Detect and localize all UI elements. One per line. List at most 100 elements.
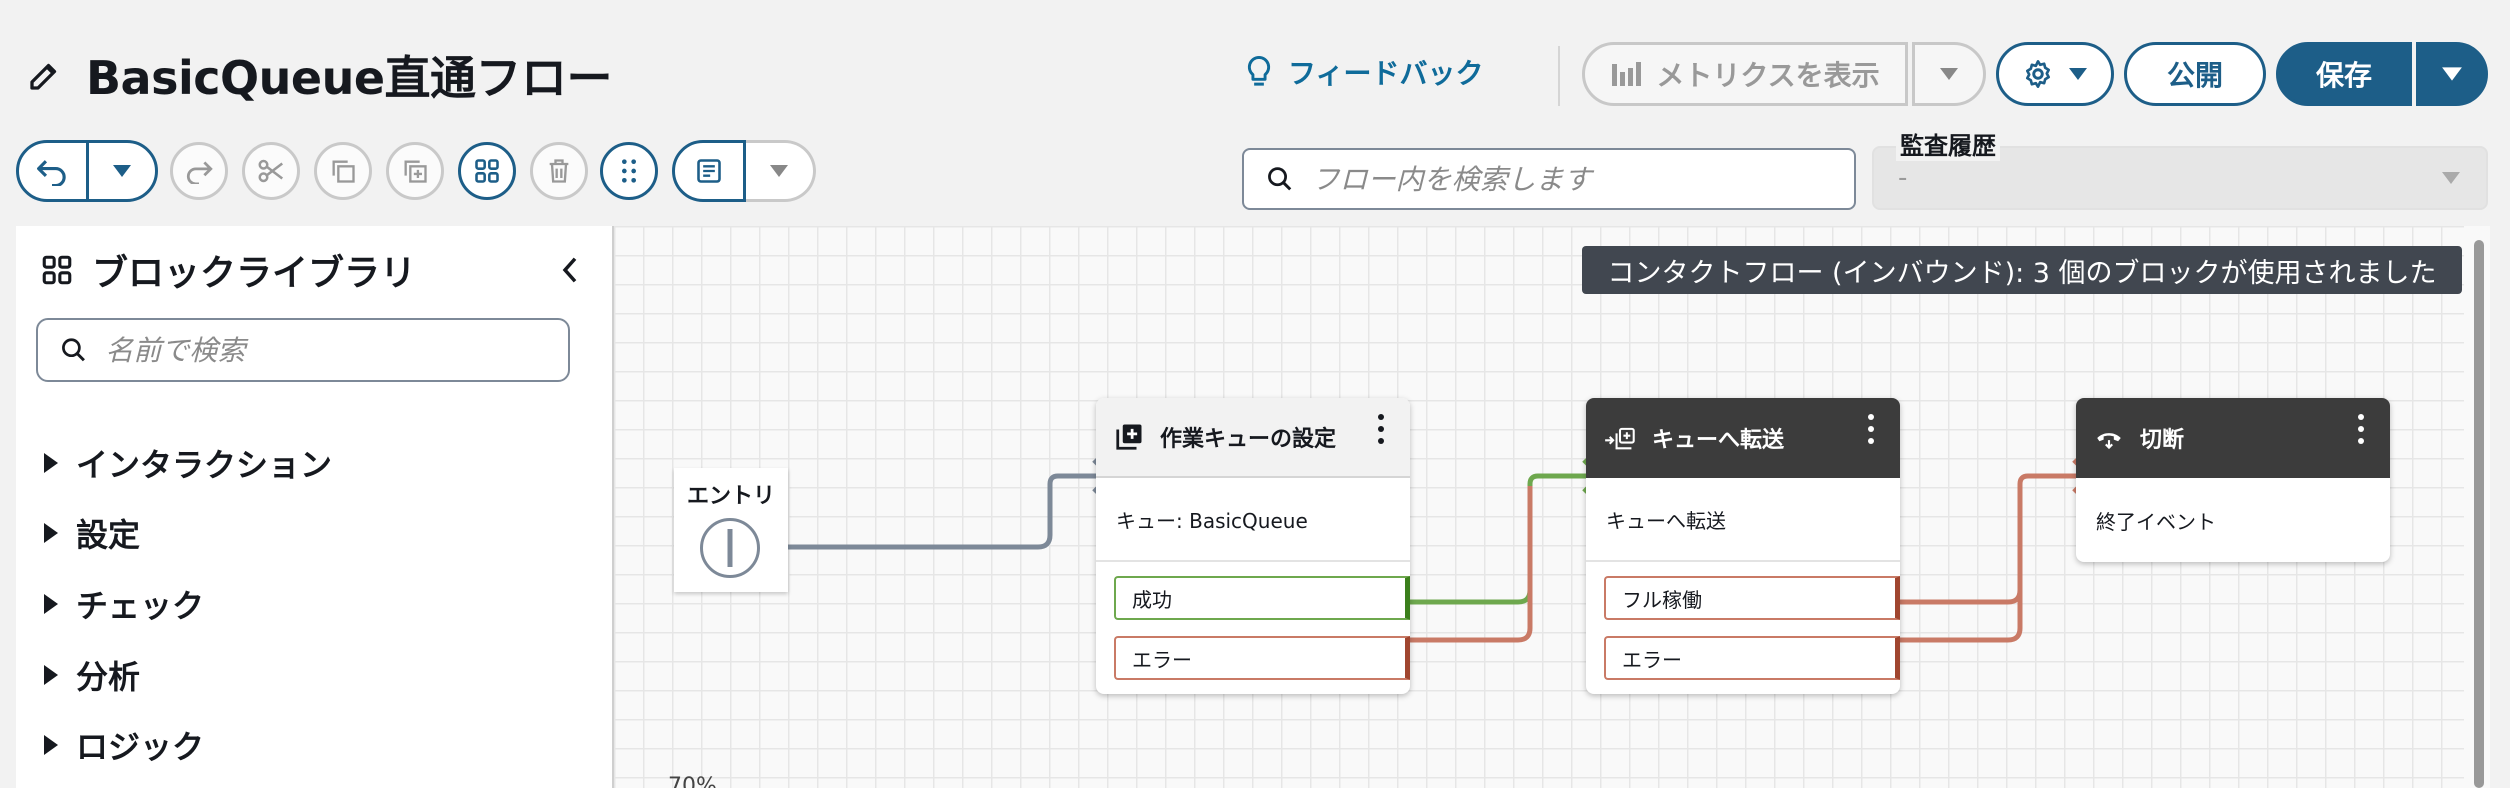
metrics-label: メトリクスを表示 (1656, 59, 1880, 92)
branch-success[interactable]: 成功 (1114, 576, 1410, 620)
category-logic[interactable]: ロジック (44, 722, 204, 768)
caret-down-icon (2069, 68, 2087, 80)
paste-icon (404, 160, 427, 183)
caret-down-icon (770, 165, 789, 177)
block-title: キューへ転送 (1652, 428, 1785, 453)
grid-icon (475, 159, 499, 183)
undo-dropdown-button[interactable] (89, 143, 156, 199)
copy-icon (332, 160, 355, 183)
block-search-input[interactable] (105, 333, 568, 367)
lightbulb-icon (1247, 55, 1271, 86)
undo-icon (37, 160, 66, 186)
chevron-left-icon (562, 257, 577, 283)
metrics-dropdown-button[interactable] (1912, 42, 1986, 106)
caret-right-icon (44, 735, 58, 755)
caret-down-icon (2442, 67, 2462, 81)
search-icon (62, 338, 85, 362)
block-menu-icon[interactable] (2358, 414, 2366, 444)
settings-button[interactable] (1996, 42, 2114, 106)
save-dropdown-button[interactable] (2416, 42, 2488, 106)
branch-error[interactable]: エラー (1114, 636, 1410, 680)
error-connector (1410, 486, 1533, 643)
bar-chart-icon (1612, 62, 1642, 86)
flow-search-input[interactable] (1311, 162, 1854, 196)
search-icon (1268, 167, 1292, 191)
category-label: 設定 (76, 516, 141, 554)
block-description: キューへ転送 (1586, 478, 1900, 562)
branch-at-capacity[interactable]: フル稼働 (1604, 576, 1900, 620)
entry-node[interactable]: エントリ (674, 468, 788, 592)
more-options-button[interactable] (600, 142, 658, 200)
audit-history-label: 監査履歴 (1896, 126, 2000, 161)
entry-label: エントリ (686, 484, 775, 509)
block-header[interactable]: 作業キューの設定 (1096, 398, 1410, 478)
block-count-badge: コンタクトフロー (インバウンド): 3 個のブロックが使用されました (1582, 246, 2462, 294)
block-library-title: ブロックライブラリ (92, 253, 417, 294)
notes-button-group (672, 140, 816, 202)
dots-grid-icon (622, 159, 636, 183)
start-icon (727, 529, 733, 567)
category-settings[interactable]: 設定 (44, 510, 140, 556)
scissors-icon (258, 159, 284, 183)
feedback-link[interactable]: フィードバック (1244, 52, 1483, 92)
paste-button[interactable] (386, 142, 444, 200)
redo-button[interactable] (170, 142, 228, 200)
zoom-level: 70% (668, 774, 717, 788)
category-label: ロジック (76, 728, 205, 766)
branch-error[interactable]: エラー (1604, 636, 1900, 680)
redo-icon (186, 161, 213, 184)
caret-down-icon (2442, 172, 2460, 184)
undo-button-group (16, 140, 158, 202)
grid-icon (42, 255, 72, 285)
category-interaction[interactable]: インタラクション (44, 440, 332, 486)
collapse-panel-button[interactable] (548, 248, 592, 292)
block-title: 作業キューの設定 (1160, 427, 1337, 452)
save-button[interactable]: 保存 (2276, 42, 2412, 106)
category-analytics[interactable]: 分析 (44, 652, 140, 698)
block-header[interactable]: キューへ転送 (1586, 398, 1900, 478)
block-library-header: ブロックライブラリ (40, 244, 416, 296)
set-working-queue-block[interactable]: 作業キューの設定 キュー: BasicQueue 成功 エラー (1096, 398, 1410, 694)
entry-port[interactable] (700, 518, 760, 578)
transfer-to-queue-block[interactable]: キューへ転送 キューへ転送 フル稼働 エラー (1586, 398, 1900, 694)
caret-right-icon (44, 523, 58, 543)
success-connector (1410, 473, 1598, 605)
edit-title-icon[interactable] (26, 58, 62, 94)
canvas-scrollbar[interactable] (2474, 240, 2484, 788)
disconnect-block[interactable]: 切断 終了イベント (2076, 398, 2390, 562)
panel-divider (612, 226, 614, 788)
queue-add-icon (1116, 424, 1142, 450)
gear-icon (2026, 60, 2050, 88)
notes-button[interactable] (672, 140, 746, 202)
flow-search-field[interactable] (1242, 148, 1856, 210)
error-connector (1900, 486, 2023, 643)
copy-button[interactable] (314, 142, 372, 200)
note-icon (696, 159, 721, 183)
delete-button[interactable] (530, 142, 588, 200)
category-label: 分析 (76, 658, 141, 696)
arrange-button[interactable] (458, 142, 516, 200)
caret-down-icon (112, 165, 131, 177)
caret-down-icon (1940, 68, 1958, 80)
cut-button[interactable] (242, 142, 300, 200)
entry-connector (730, 473, 1108, 550)
publish-button[interactable]: 公開 (2124, 42, 2266, 106)
undo-button[interactable] (19, 143, 89, 199)
notes-dropdown-button[interactable] (745, 140, 816, 202)
block-menu-icon[interactable] (1378, 414, 1386, 444)
trash-icon (549, 159, 569, 183)
block-search-field[interactable] (36, 318, 570, 382)
block-description: 終了イベント (2096, 509, 2216, 534)
block-library-panel: ブロックライブラリ インタラクション 設定 チェック 分析 ロジック (16, 226, 612, 788)
audit-history-value: - (1898, 163, 1908, 193)
caret-right-icon (44, 453, 58, 473)
block-title: 切断 (2140, 428, 2185, 453)
feedback-label: フィードバック (1288, 57, 1484, 90)
block-header[interactable]: 切断 (2076, 398, 2390, 478)
block-menu-icon[interactable] (1868, 414, 1876, 444)
hang-up-icon (2097, 433, 2121, 450)
page-title: BasicQueue直通フロー (86, 51, 613, 105)
metrics-button[interactable]: メトリクスを表示 (1582, 42, 1908, 106)
category-check[interactable]: チェック (44, 581, 204, 627)
block-description: キュー: BasicQueue (1096, 478, 1410, 562)
